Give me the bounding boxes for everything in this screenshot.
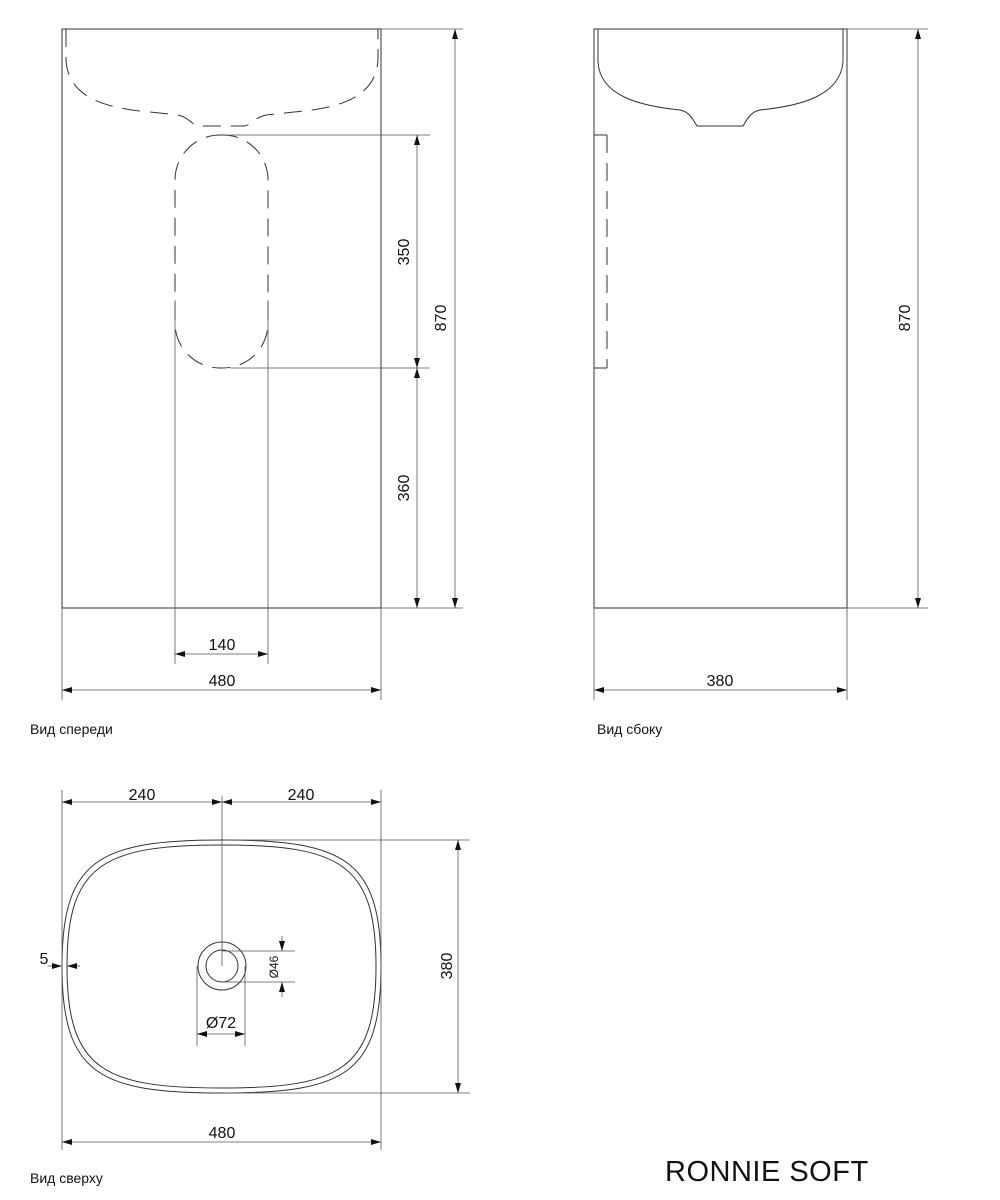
dim-half-left: 240 (129, 787, 156, 804)
top-inner-rim (66, 844, 377, 1089)
side-view: 870 380 Вид сбоку (593, 28, 928, 737)
front-outline (61, 28, 382, 609)
side-bowl-profile (597, 29, 844, 127)
side-outline (593, 28, 848, 609)
side-view-caption: Вид сбоку (597, 721, 662, 737)
top-view: 240 240 380 5 Ø46 Ø72 480 Вид сверху (30, 787, 470, 1186)
front-view-caption: Вид спереди (30, 721, 113, 737)
top-outer-rim (61, 839, 382, 1094)
front-view: 870 350 360 140 480 Вид спереди (30, 28, 463, 737)
dim-top-width: 480 (209, 1125, 236, 1142)
product-name: RONNIE SOFT (665, 1156, 869, 1188)
front-cutout-hidden (174, 134, 269, 369)
dim-drain-inner: Ø46 (267, 955, 281, 978)
dim-drain-outer: Ø72 (206, 1015, 236, 1032)
dim-total-height: 870 (433, 305, 450, 332)
front-bowl-hidden (65, 29, 379, 127)
dim-cutout-width: 140 (209, 637, 236, 654)
dim-half-right: 240 (288, 787, 315, 804)
dim-top-depth: 380 (439, 953, 456, 980)
dim-width: 480 (209, 673, 236, 690)
dim-wall: 5 (40, 951, 49, 968)
dim-side-depth: 380 (707, 673, 734, 690)
dim-cutout-bottom: 360 (396, 475, 413, 502)
dim-cutout-height: 350 (396, 239, 413, 266)
dim-side-height: 870 (897, 305, 914, 332)
top-view-caption: Вид сверху (30, 1170, 103, 1186)
